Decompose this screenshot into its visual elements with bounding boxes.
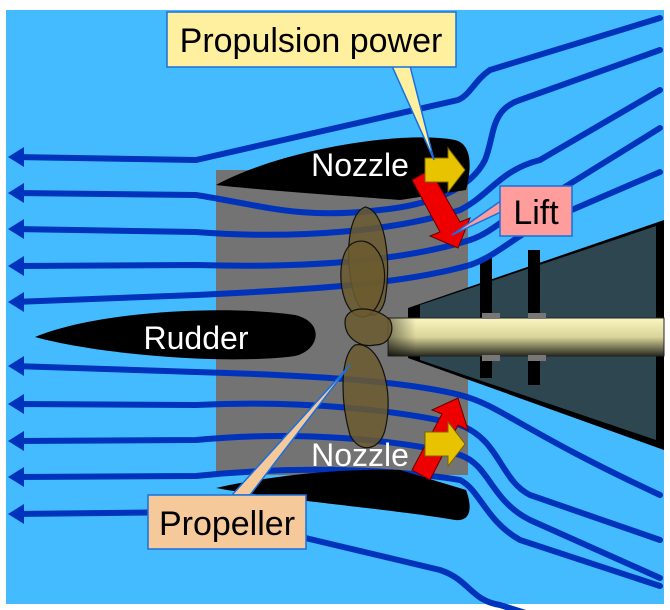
lift-label: Lift	[513, 194, 559, 232]
arrowhead-icon	[8, 431, 24, 451]
arrowhead-icon	[8, 394, 24, 414]
rudder	[35, 310, 316, 360]
nozzle-top	[216, 137, 470, 200]
streamline	[11, 508, 527, 610]
arrowhead-icon	[8, 467, 24, 487]
arrowhead-icon	[8, 183, 24, 203]
streamline	[11, 15, 663, 164]
lift-callout	[499, 185, 573, 237]
arrowhead-icon	[8, 256, 24, 276]
arrowhead-icon	[8, 219, 24, 239]
nozzle-bottom	[216, 469, 470, 521]
propeller-callout	[147, 494, 307, 550]
propeller-label: Propeller	[159, 505, 295, 543]
arrowhead-icon	[8, 292, 24, 312]
propulsion-power-callout	[166, 11, 457, 68]
nozzle-bottom-label: Nozzle	[311, 437, 409, 473]
thrust-arrow-top	[424, 146, 466, 194]
propeller-shaft	[387, 313, 665, 361]
propeller	[340, 206, 393, 449]
streamline	[11, 400, 663, 543]
propulsion-power-label: Propulsion power	[180, 22, 443, 60]
flow-arrowheads	[8, 147, 24, 524]
arrowhead-icon	[8, 504, 24, 524]
nozzle-top-label: Nozzle	[311, 147, 409, 183]
rudder-label: Rudder	[144, 320, 249, 356]
thrust-arrow-bottom	[424, 420, 466, 468]
arrowhead-icon	[8, 356, 24, 376]
streamline	[11, 363, 663, 498]
force-arrows-bottom	[411, 397, 469, 481]
arrowhead-icon	[8, 147, 24, 167]
force-arrows-top	[411, 146, 471, 249]
